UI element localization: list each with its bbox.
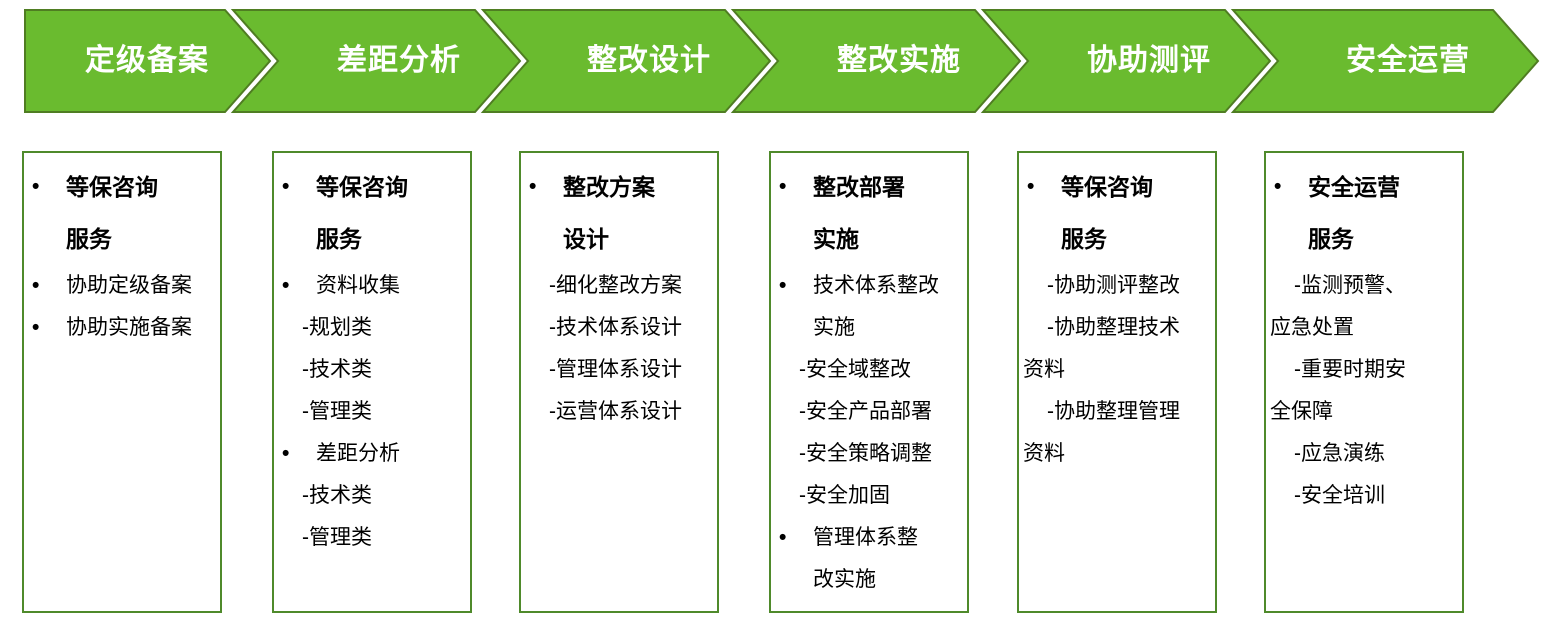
chevron-shape-2 [230,9,522,113]
list-item: -安全产品部署 [799,400,932,423]
list-item: -管理体系设计 [549,358,682,381]
list-item: 整改方案 设计 [521,161,717,265]
list-item: -协助测评整改 [1047,274,1180,297]
item-list: 等保咨询 服务资料收集-规划类-技术类-管理类差距分析-技术类-管理类 [274,161,470,559]
chevron-shape-1 [24,9,272,113]
list-item: 技术体系整改 实施 [771,265,967,349]
step-label-gap-analysis: 差距分析 [337,44,461,77]
list-item: -管理类 [302,526,372,549]
step-label-rectification-implementation: 整改实施 [837,44,961,77]
chevron-band [24,9,1540,113]
step-label-rectification-design: 整改设计 [587,44,711,77]
step-box-rectification-implementation: 整改部署 实施技术体系整改 实施 -安全域整改 -安全产品部署 -安全策略调整 -安全加… [769,151,969,613]
list-item: 等保咨询 服务 [24,161,220,265]
item-list: 等保咨询 服务协助定级备案协助实施备案 [24,161,220,349]
list-item: -安全策略调整 [799,442,932,465]
list-item: -监测预警、 应急处置 [1270,274,1406,339]
step-label-grading-filing: 定级备案 [85,44,209,77]
item-list: 整改部署 实施技术体系整改 实施 -安全域整改 -安全产品部署 -安全策略调整 -安全加… [771,161,967,601]
chevron-shape-3 [480,9,772,113]
list-item: -协助整理管理 资料 [1023,400,1180,465]
step-box-rectification-design: 整改方案 设计 -细化整改方案 -技术体系设计 -管理体系设计 -运营体系设计 [519,151,719,613]
step-box-grading-filing: 等保咨询 服务协助定级备案协助实施备案 [22,151,222,613]
step-box-assist-evaluation: 等保咨询 服务 -协助测评整改 -协助整理技术 资料 -协助整理管理 资料 [1017,151,1217,613]
list-item: -应急演练 [1294,442,1385,465]
item-list: 安全运营 服务 -监测预警、 应急处置 -重要时期安 全保障 -应急演练 -安全培训 [1266,161,1462,517]
list-item: 协助定级备案 [24,265,220,307]
list-item: 协助实施备案 [24,307,220,349]
list-item: 等保咨询 服务 [274,161,470,265]
list-item: 整改部署 实施 [771,161,967,265]
step-box-security-operation: 安全运营 服务 -监测预警、 应急处置 -重要时期安 全保障 -应急演练 -安全培训 [1264,151,1464,613]
step-box-gap-analysis: 等保咨询 服务资料收集-规划类-技术类-管理类差距分析-技术类-管理类 [272,151,472,613]
item-list: 整改方案 设计 -细化整改方案 -技术体系设计 -管理体系设计 -运营体系设计 [521,161,717,433]
list-item: -规划类 [302,316,372,339]
list-item: -协助整理技术 资料 [1023,316,1180,381]
list-item: -细化整改方案 [549,274,682,297]
list-item: -管理类 [302,400,372,423]
step-label-security-operation: 安全运营 [1346,44,1470,77]
chevron-shape-5 [980,9,1272,113]
list-item: -技术类 [302,358,372,381]
list-item: 安全运营 服务 [1266,161,1462,265]
item-list: 等保咨询 服务 -协助测评整改 -协助整理技术 资料 -协助整理管理 资料 [1019,161,1215,475]
list-item: -安全培训 [1294,484,1385,507]
list-item: 等保咨询 服务 [1019,161,1215,265]
list-item: -安全域整改 [799,358,911,381]
list-item: -运营体系设计 [549,400,682,423]
list-item: 差距分析 [274,433,470,475]
chevron-shape-6 [1230,9,1540,113]
list-item: -安全加固 [799,484,890,507]
list-item: 管理体系整 改实施 [771,517,967,601]
list-item: -技术体系设计 [549,316,682,339]
list-item: -重要时期安 全保障 [1270,358,1406,423]
step-label-assist-evaluation: 协助测评 [1087,44,1211,77]
list-item: 资料收集 [274,265,470,307]
chevron-shape-4 [730,9,1022,113]
list-item: -技术类 [302,484,372,507]
